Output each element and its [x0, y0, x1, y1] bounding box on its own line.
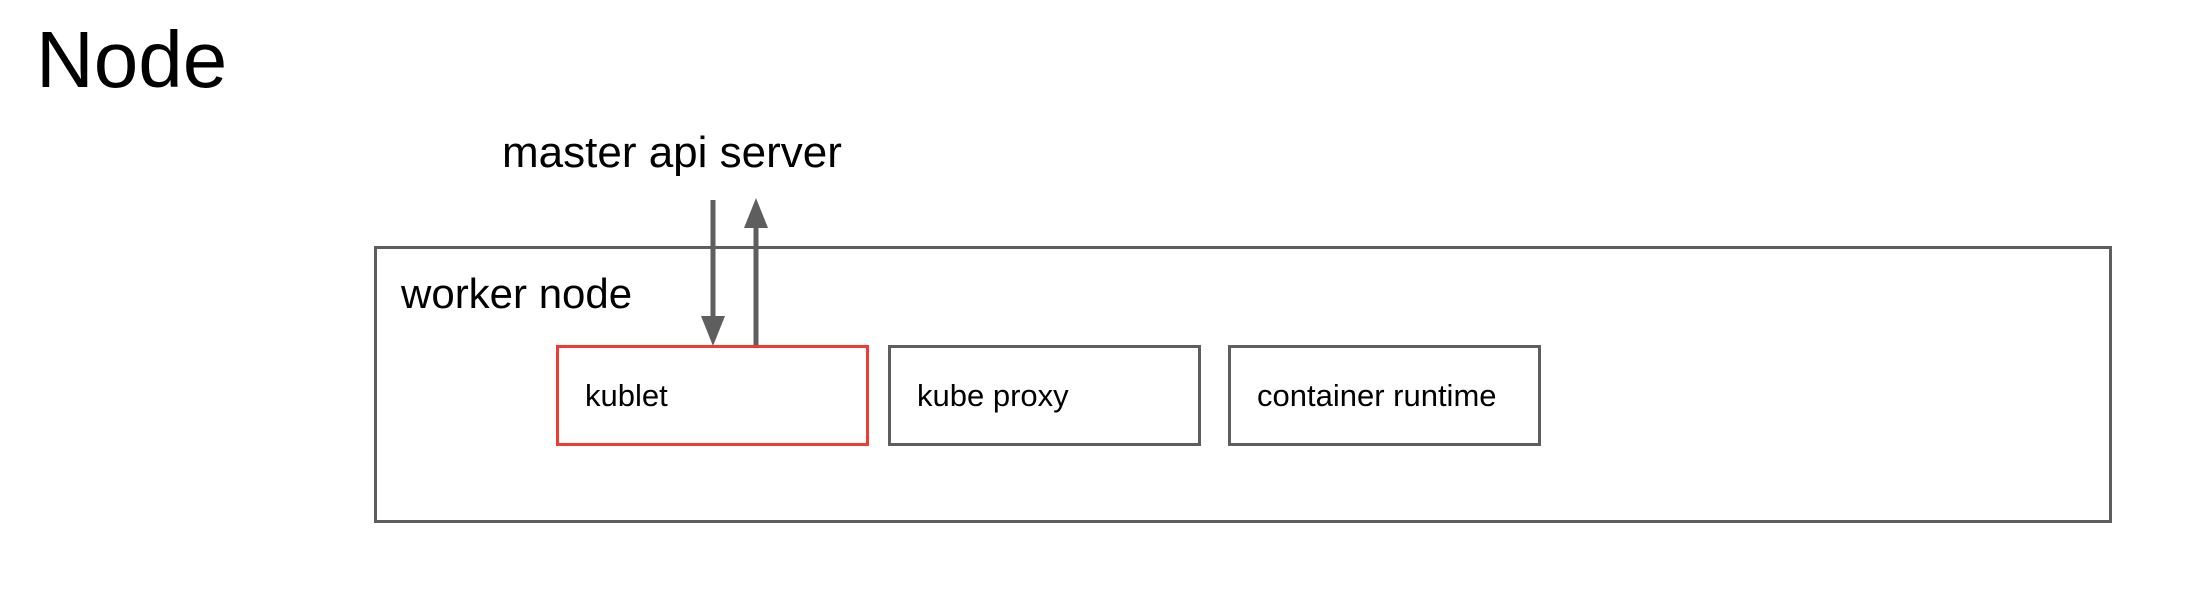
worker-node-container: worker node: [374, 246, 2112, 523]
component-box-container-runtime[interactable]: container runtime: [1228, 345, 1541, 446]
component-box-kublet[interactable]: kublet: [556, 345, 869, 446]
page-title: Node: [36, 15, 228, 104]
component-label-kublet: kublet: [585, 378, 668, 413]
arrow-up-head: [744, 198, 768, 228]
component-label-kube-proxy: kube proxy: [917, 378, 1069, 413]
master-api-server-label: master api server: [502, 128, 842, 177]
component-box-kube-proxy[interactable]: kube proxy: [888, 345, 1201, 446]
component-label-container-runtime: container runtime: [1257, 378, 1497, 413]
worker-node-label: worker node: [401, 270, 633, 317]
